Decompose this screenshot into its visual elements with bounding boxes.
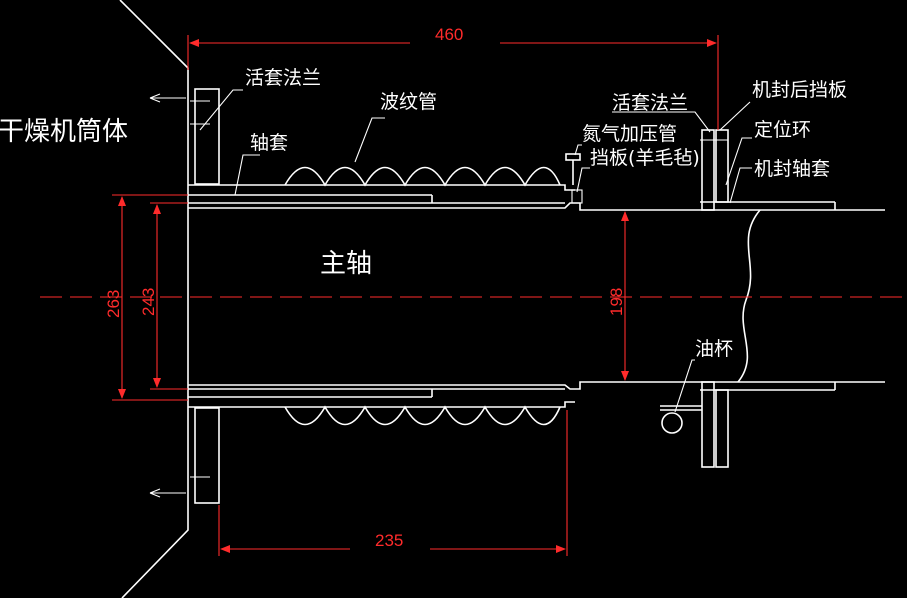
nitrogen-pipe [565,153,583,204]
label-locating-ring: 定位环 [754,119,811,141]
dim-243-text: 243 [139,288,158,316]
label-flange-right: 活套法兰 [612,92,688,114]
dim-198: 198 [607,211,629,381]
bellows-top [284,166,561,187]
label-oil-cup: 油杯 [695,338,733,360]
label-nitrogen-pipe: 氮气加压管 [582,123,677,145]
shaft-sleeve-top [188,184,575,204]
drum-wall [119,0,189,598]
dim-243: 243 [139,202,188,390]
oil-cup [660,405,702,434]
right-flange-bottom [700,381,836,468]
dim-263-text: 263 [104,290,123,318]
label-main-shaft: 主轴 [320,249,372,279]
dim-235: 235 [218,410,568,556]
shaft-sleeve-bottom [188,388,575,408]
label-flange-left: 活套法兰 [245,67,321,89]
dim-198-text: 198 [607,288,626,316]
label-baffle: 挡板(羊毛毡) [590,147,700,169]
label-seal-sleeve: 机封轴套 [754,158,830,180]
dim-460: 460 [187,25,719,130]
bellows-bottom [284,405,561,426]
leader-lines [199,89,752,413]
dim-263: 263 [104,194,188,401]
label-dryer-drum: 干燥机筒体 [0,117,128,147]
label-bellows: 波纹管 [380,91,437,113]
label-sleeve: 轴套 [250,132,288,154]
dim-460-text: 460 [435,25,463,44]
left-flange-bottom [149,407,220,504]
label-seal-back-plate: 机封后挡板 [752,79,847,101]
left-flange-top [149,88,220,185]
main-shaft [188,202,885,390]
dim-235-text: 235 [375,531,403,550]
